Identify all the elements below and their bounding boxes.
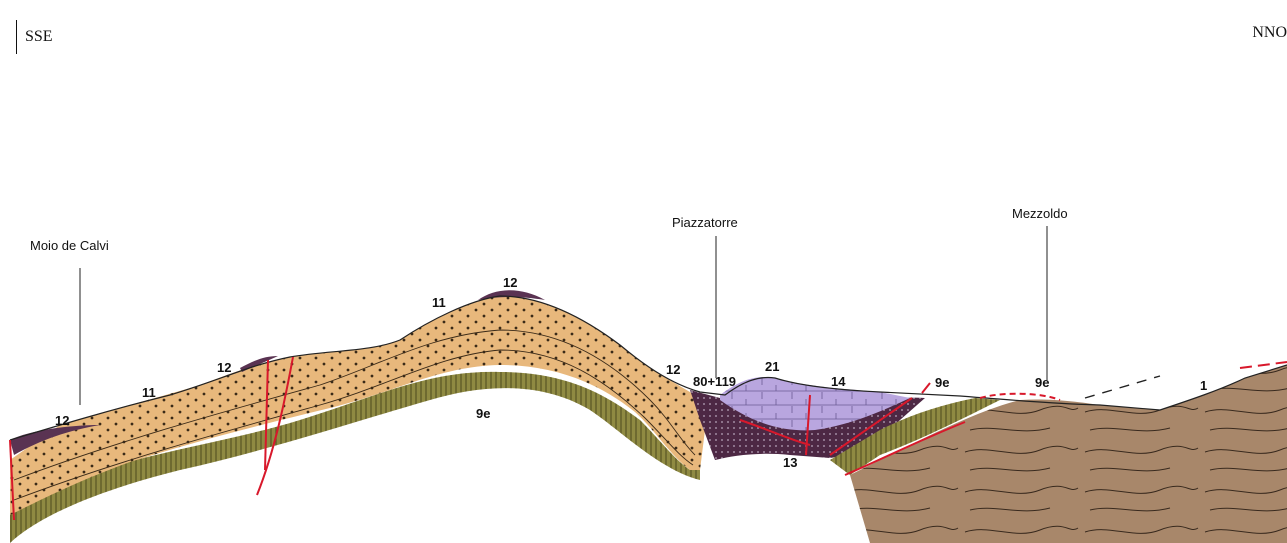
fault-7 [922, 383, 930, 393]
unit-label-13: 13 [783, 455, 797, 470]
unit-label-11-top: 11 [432, 295, 446, 310]
eroded-projection-line [1085, 376, 1160, 398]
unit-label-9e-b: 9e [1035, 375, 1049, 390]
unit-label-12-mid: 12 [217, 360, 231, 375]
unit-label-12-right: 12 [666, 362, 680, 377]
unit-label-14: 14 [831, 374, 846, 389]
unit-label-12-left: 12 [55, 413, 69, 428]
place-piazzatorre: Piazzatorre [672, 215, 738, 230]
unit-label-9e-a: 9e [935, 375, 949, 390]
unit-label-12-top: 12 [503, 275, 517, 290]
place-moio-de-calvi: Moio de Calvi [30, 238, 109, 253]
unit-label-1: 1 [1200, 378, 1207, 393]
unit-label-80-119: 80+119 [693, 374, 736, 389]
unit-label-21: 21 [765, 359, 779, 374]
unit-label-11-left: 11 [142, 385, 156, 400]
unit-label-9e-center: 9e [476, 406, 490, 421]
place-mezzoldo: Mezzoldo [1012, 206, 1068, 221]
